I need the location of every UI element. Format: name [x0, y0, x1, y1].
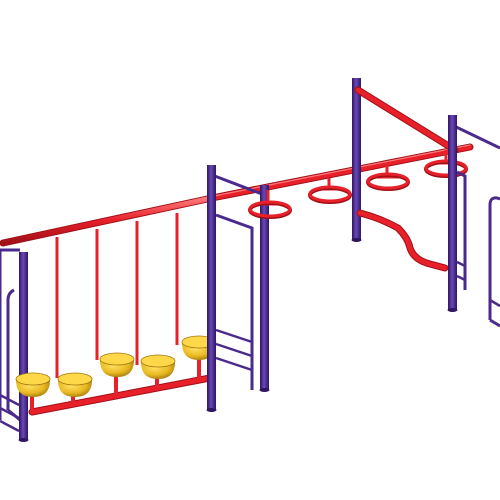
right-end-frame [447, 115, 500, 328]
middle-frame [206, 165, 270, 412]
stepping-pod [15, 372, 51, 397]
ring [248, 190, 292, 219]
bottom-rail [28, 352, 214, 416]
left-end-frame [0, 248, 29, 442]
ring [308, 178, 352, 204]
ring [366, 166, 410, 191]
hanging-chains [55, 213, 179, 378]
stepping-pod [57, 372, 93, 397]
stepping-pod [99, 352, 135, 377]
center-tower [351, 78, 459, 242]
top-rail [0, 143, 474, 247]
overhead-rings [248, 150, 468, 219]
wavy-rail [356, 209, 449, 272]
stepping-pod [140, 354, 176, 379]
